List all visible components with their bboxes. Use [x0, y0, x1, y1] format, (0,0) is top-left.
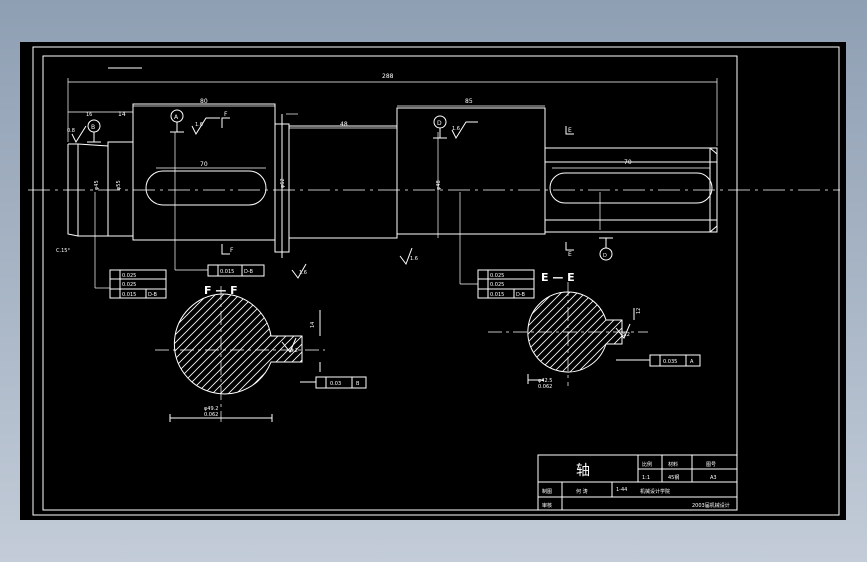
dim-dia-mid: φ55 — [116, 180, 122, 190]
fcf-g2-r1: 0.025 — [490, 273, 504, 279]
datum-a-letter: A — [174, 114, 179, 121]
fcf-g2-datum: D-B — [516, 292, 525, 298]
title-block-texts: 轴 比例 材料 图号 1:1 45钢 A3 制图 何 涛 1-44 机械设计学院… — [542, 461, 730, 509]
fcf-texts: 0.015 D-B 0.025 0.025 0.015 D-B 0.025 0.… — [122, 269, 694, 387]
fcf-sec-f-value: 0.03 — [330, 381, 341, 387]
title-block — [537, 454, 738, 511]
sec-f-dia: φ49.2 — [204, 406, 218, 412]
fcf-g1-r1: 0.025 — [122, 273, 136, 279]
section-ee-title: E — E — [541, 271, 575, 284]
fcf-g1-r3: 0.015 — [122, 292, 136, 298]
dim-dia-right: φ48 — [436, 180, 442, 190]
chamfer-label: C.15° — [56, 248, 70, 254]
datum-d-lower: D — [603, 253, 607, 259]
sec-e-dia: φ42.5 — [538, 378, 552, 384]
rough-16-right: 1.6 — [452, 126, 460, 132]
fcf-frames — [109, 264, 701, 389]
rough-08: 0.8 — [67, 128, 75, 134]
tb-sheet: A3 — [710, 475, 717, 481]
fcf-g1-r2: 0.025 — [122, 282, 136, 288]
rough-16-shoulder: 1.6 — [299, 270, 307, 276]
datum-d-letter: D — [437, 120, 442, 127]
fcf-sec-e-value: 0.035 — [663, 359, 677, 365]
cut-e-top: E — [568, 127, 572, 134]
datum-symbols — [87, 109, 613, 261]
tb-project: 2003届机械设计 — [692, 502, 730, 509]
dim-small: 16 — [86, 112, 92, 118]
outer-border — [32, 46, 840, 516]
fcf1-datum: D-B — [244, 269, 253, 275]
rough-32-f: 3.2 — [290, 348, 298, 354]
shaft-drawing: 288 14 80 85 48 70 70 16 φ45 φ55 φ48 φ62… — [28, 46, 840, 516]
dim-right-key-length: 70 — [624, 159, 632, 166]
fcf-g2-r2: 0.025 — [490, 282, 504, 288]
sec-f-key-depth: 14 — [310, 322, 316, 328]
tb-h-drawing-no: 图号 — [706, 462, 716, 468]
fcf-g1-datum: D-B — [148, 292, 157, 298]
sec-e-key-depth: 12 — [636, 308, 642, 314]
fcf-sec-e-datum: A — [690, 359, 694, 365]
inner-border — [42, 55, 738, 511]
fcf1-value: 0.015 — [220, 269, 234, 275]
sec-f-tol: 0.062 — [204, 412, 218, 418]
tb-class: 1-44 — [616, 487, 627, 493]
fcf-sec-f-datum: B — [356, 381, 360, 387]
rough-16-mid: 1.6 — [410, 256, 418, 262]
cad-viewport[interactable]: 288 14 80 85 48 70 70 16 φ45 φ55 φ48 φ62… — [20, 42, 846, 520]
rough-16-left: 1.6 — [195, 122, 203, 128]
cut-f-bottom: F — [230, 247, 234, 254]
tb-material: 45钢 — [668, 474, 679, 481]
tb-scale: 1:1 — [642, 475, 650, 481]
right-keyway — [549, 172, 713, 204]
section-titles: F — F E — E — [204, 271, 575, 297]
section-ff — [155, 286, 325, 422]
datum-texts: A D B D 0.8 1.6 1.6 1.6 1.6 3.2 3.2 F F … — [67, 111, 630, 354]
tb-h-scale: 比例 — [642, 461, 652, 468]
tb-review-label: 审核 — [542, 502, 552, 509]
tb-designer: 何 涛 — [576, 488, 588, 495]
dim-right-length: 85 — [465, 98, 473, 105]
tb-designed-label: 制图 — [542, 488, 552, 495]
dim-mid-length: 48 — [340, 121, 348, 128]
sec-e-tol: 0.062 — [538, 384, 552, 390]
dim-dia-shoulder: φ62 — [280, 178, 286, 188]
dim-dia-left: φ45 — [94, 180, 100, 190]
fcf-g2-r3: 0.015 — [490, 292, 504, 298]
cut-f-top: F — [224, 111, 228, 118]
dim-left-length: 80 — [200, 98, 208, 105]
dim-left-key-length: 70 — [200, 161, 208, 168]
left-keyway — [145, 170, 267, 206]
rough-32-e: 3.2 — [622, 332, 630, 338]
dimension-texts: 288 14 80 85 48 70 70 16 φ45 φ55 φ48 φ62… — [56, 73, 642, 418]
tb-h-material: 材料 — [668, 461, 678, 468]
shaft-outline — [67, 103, 718, 258]
datum-b-letter: B — [91, 124, 95, 131]
cut-markers — [221, 117, 574, 255]
section-ee — [488, 282, 648, 386]
dim-overall: 288 — [382, 73, 394, 80]
dim-left-shoulder: 14 — [118, 111, 126, 118]
dimension-lines — [67, 78, 718, 289]
part-name: 轴 — [576, 463, 590, 479]
cut-e-bottom: E — [568, 251, 572, 258]
tb-school: 机械设计学院 — [640, 488, 670, 495]
section-ff-title: F — F — [204, 284, 238, 297]
